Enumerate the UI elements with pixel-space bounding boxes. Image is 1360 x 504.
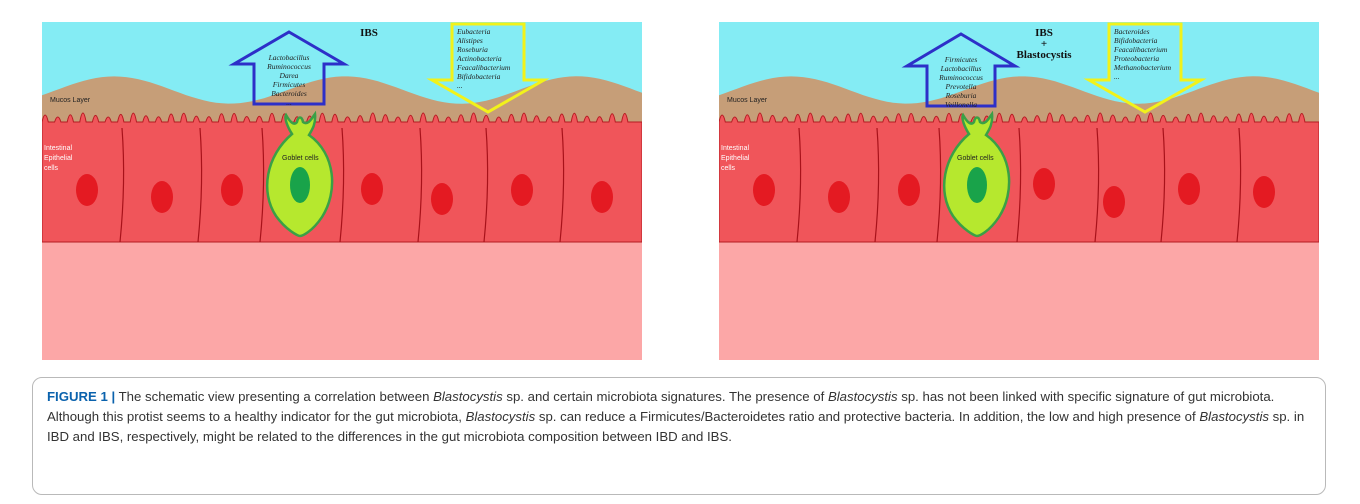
epithelial-cells-label: cells [721,165,736,172]
increased-taxon: Darea [279,71,299,80]
epithelial-layer [719,113,1319,242]
caption-text: FIGURE 1 | The schematic view presenting… [47,387,1311,447]
decreased-taxon: Eubacteria [456,27,491,36]
cell-nucleus [511,174,533,206]
mucus-layer-label: Mucos Layer [50,97,91,104]
decreased-taxon: Methanobacterium [1113,63,1172,72]
cell-nucleus [76,174,98,206]
cell-nucleus [1253,176,1275,208]
increased-taxon: Firmicutes [272,80,306,89]
increased-taxon: Firmicutes [944,55,978,64]
decreased-taxon: Feacalibacterium [1113,45,1168,54]
figure-caption: FIGURE 1 | The schematic view presenting… [32,377,1326,495]
caption-italic-term: Blastocystis [433,389,503,404]
decreased-taxon: Actinobacteria [456,54,502,63]
condition-title: IBS [360,27,378,39]
increased-taxon: Roseburia [945,91,977,100]
cell-nucleus [431,183,453,215]
cell-nucleus [898,174,920,206]
caption-italic-term: Blastocystis [466,409,536,424]
increased-taxon: Lactobacillus [268,53,310,62]
cell-nucleus [753,174,775,206]
caption-segment: The schematic view presenting a correlat… [115,389,433,404]
figure-label: FIGURE 1 | [47,389,115,404]
goblet-cells-label: Goblet cells [957,155,994,162]
caption-italic-term: Blastocystis [828,389,898,404]
decreased-taxon: Alistipes [456,36,483,45]
epithelial-cells-label: Intestinal [721,145,749,152]
decreased-taxon: ... [1114,72,1120,81]
decreased-taxon: Bacteroides [1114,27,1150,36]
caption-italic-term: Blastocystis [1199,409,1269,424]
increased-taxon: Ruminococcus [266,62,311,71]
mucus-layer-label: Mucos Layer [727,97,768,104]
cell-nucleus [591,181,613,213]
condition-title: Blastocystis [1017,49,1073,61]
cell-nucleus [1178,173,1200,205]
increased-taxon: Lactobacillus [940,64,982,73]
lamina-propria [719,240,1319,360]
goblet-cells-label: Goblet cells [282,155,319,162]
goblet-nucleus [967,167,987,203]
increased-taxon: Ruminococcus [938,73,983,82]
epithelial-cells-label: Epithelial [44,155,73,162]
cell-nucleus [361,173,383,205]
goblet-nucleus [290,167,310,203]
cell-nucleus [828,181,850,213]
increased-taxon: Prevotella [945,82,977,91]
cell-nucleus [1033,168,1055,200]
caption-segment: sp. and certain microbiota signatures. T… [503,389,828,404]
epithelial-cells-label: Intestinal [44,145,72,152]
cell-nucleus [151,181,173,213]
decreased-taxon: Feacalibacterium [456,63,511,72]
increased-taxon: Veillonella [945,100,977,109]
epithelial-cells-label: cells [44,165,59,172]
epithelial-cells-label: Epithelial [721,155,750,162]
caption-segment: sp. can reduce a Firmicutes/Bacteroidete… [535,409,1199,424]
cell-nucleus [1103,186,1125,218]
decreased-taxon: Roseburia [456,45,488,54]
decreased-taxon: ... [457,81,463,90]
decreased-taxon: Bifidobacteria [457,72,501,81]
increased-taxon: Bacteroides [271,89,307,98]
increased-taxon: ... [286,98,292,107]
cell-nucleus [221,174,243,206]
epithelial-layer [42,113,642,242]
decreased-taxon: Bifidobacteria [1114,36,1158,45]
lamina-propria [42,240,642,360]
decreased-taxon: Proteobacteria [1113,54,1159,63]
